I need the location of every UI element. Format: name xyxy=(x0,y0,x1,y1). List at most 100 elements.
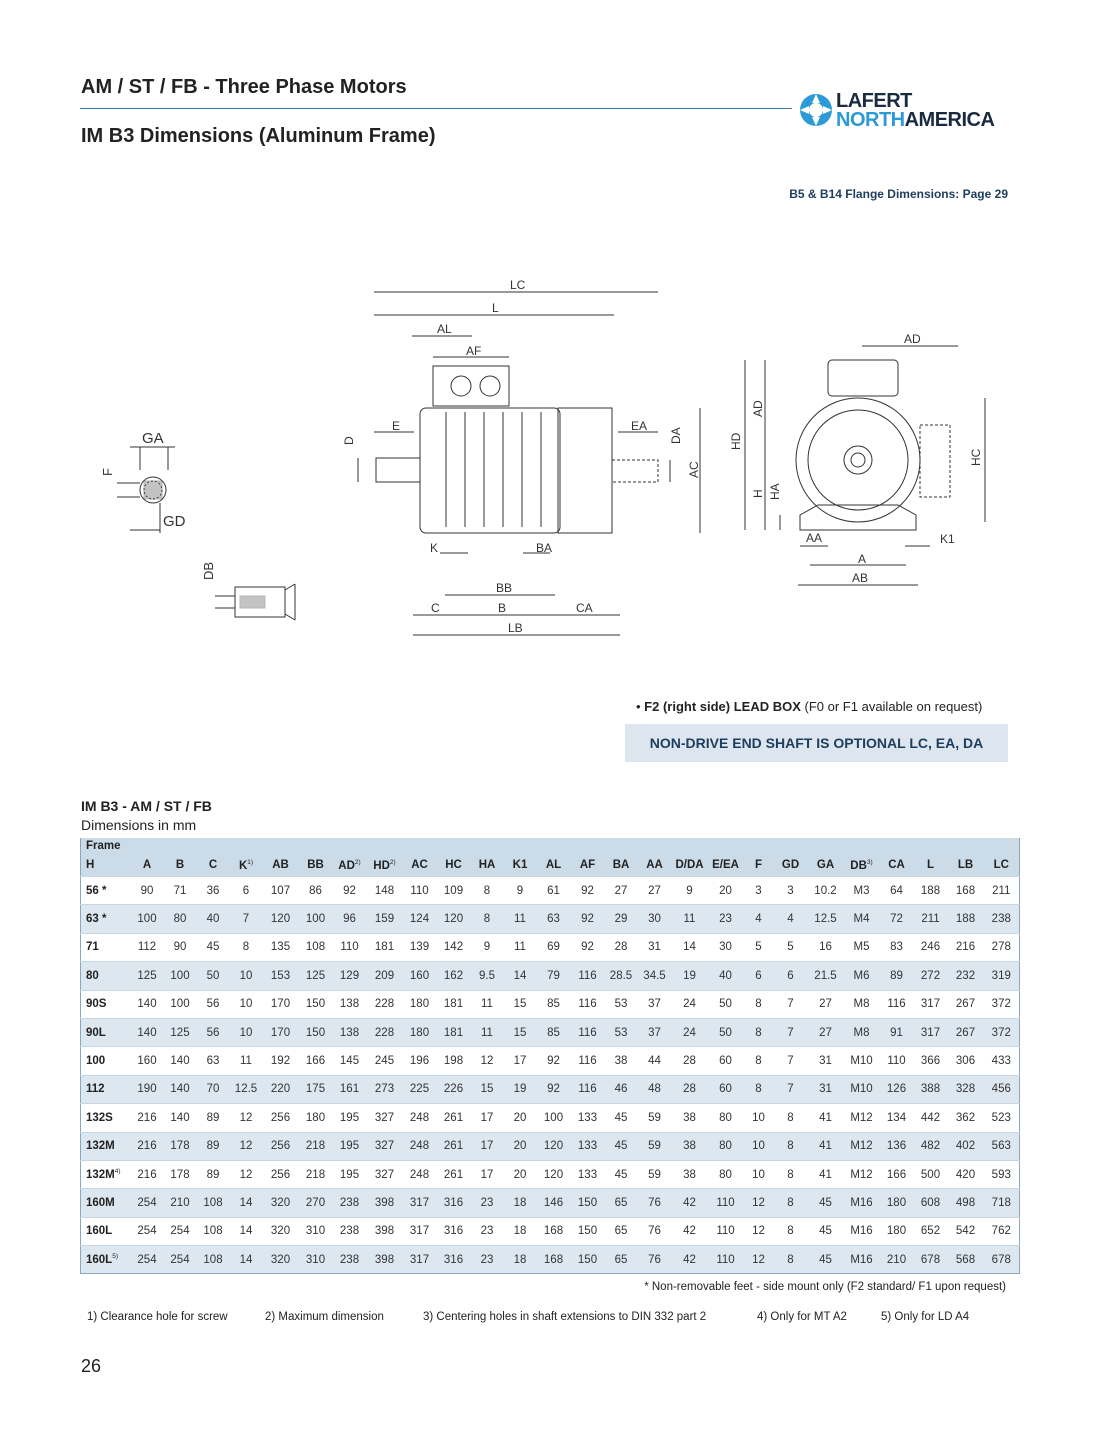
table-cell: 398 xyxy=(366,1245,403,1274)
frame-size-cell: 160L xyxy=(80,1216,131,1246)
label-da: DA xyxy=(669,427,683,444)
table-cell: 196 xyxy=(402,1046,437,1076)
table-cell: 31 xyxy=(807,1046,844,1076)
table-cell: 8 xyxy=(773,1188,808,1218)
table-cell: 11 xyxy=(503,904,537,934)
table-cell: 310 xyxy=(298,1216,333,1246)
table-cell: 327 xyxy=(366,1159,403,1189)
table-cell: 48 xyxy=(637,1074,672,1104)
table-cell: 38 xyxy=(671,1131,708,1161)
table-cell: 12.5 xyxy=(229,1074,263,1104)
table-cell: 63 xyxy=(536,904,571,934)
table-cell: 91 xyxy=(879,1017,914,1047)
table-cell: M10 xyxy=(843,1046,880,1076)
column-header-af: AF xyxy=(570,854,605,877)
column-header-ba: BA xyxy=(604,854,638,877)
table-cell: 139 xyxy=(402,932,437,962)
column-header-lb: LB xyxy=(947,854,984,877)
table-cell: 273 xyxy=(366,1074,403,1104)
table-cell: 59 xyxy=(637,1159,672,1189)
table-cell: 195 xyxy=(332,1103,367,1133)
table-cell: 482 xyxy=(913,1131,948,1161)
table-cell: 195 xyxy=(332,1159,367,1189)
lead-box-note: • F2 (right side) LEAD BOX (F0 or F1 ava… xyxy=(636,699,982,714)
table-cell: 254 xyxy=(163,1216,197,1246)
table-cell: 153 xyxy=(262,961,299,991)
table-cell: 65 xyxy=(604,1216,638,1246)
table-cell: 178 xyxy=(163,1131,197,1161)
table-cell: 328 xyxy=(947,1074,984,1104)
table-cell: M16 xyxy=(843,1245,880,1274)
column-header-f: F xyxy=(743,854,774,877)
table-cell: 15 xyxy=(503,1017,537,1047)
table-cell: 7 xyxy=(773,1046,808,1076)
column-header-a: A xyxy=(130,854,164,877)
table-cell: 220 xyxy=(262,1074,299,1104)
label-c: C xyxy=(431,601,440,615)
table-cell: 327 xyxy=(366,1131,403,1161)
table-caption: IM B3 - AM / ST / FB xyxy=(81,798,212,814)
flange-reference: B5 & B14 Flange Dimensions: Page 29 xyxy=(789,187,1008,201)
table-cell: 63 xyxy=(196,1046,230,1076)
table-cell: 366 xyxy=(913,1046,948,1076)
table-cell: 238 xyxy=(983,904,1020,934)
frame-size-cell: 160M xyxy=(80,1188,131,1218)
table-cell: 9 xyxy=(671,875,708,905)
table-cell: 181 xyxy=(436,989,471,1019)
table-cell: M5 xyxy=(843,932,880,962)
shaft-end-detail: GA F GD xyxy=(100,430,186,533)
table-cell: 138 xyxy=(332,989,367,1019)
column-header-ac: AC xyxy=(402,854,437,877)
table-cell: 456 xyxy=(983,1074,1020,1104)
table-cell: 76 xyxy=(637,1245,672,1274)
table-cell: M12 xyxy=(843,1159,880,1189)
table-cell: 232 xyxy=(947,961,984,991)
table-cell: 142 xyxy=(436,932,471,962)
table-cell: 8 xyxy=(773,1103,808,1133)
table-cell: 71 xyxy=(163,875,197,905)
table-cell: 45 xyxy=(196,932,230,962)
motor-side-view: LC L AL AF E D EA DA AC K BA BB C B CA xyxy=(342,278,701,636)
column-header-b: B xyxy=(163,854,197,877)
table-cell: 211 xyxy=(913,904,948,934)
label-lb: LB xyxy=(508,621,523,635)
table-cell: 133 xyxy=(570,1131,605,1161)
table-cell: 37 xyxy=(637,1017,672,1047)
label-k: K xyxy=(430,541,438,555)
table-cell: 12 xyxy=(229,1131,263,1161)
column-header-lc: LC xyxy=(983,854,1020,877)
table-cell: 4 xyxy=(743,904,774,934)
table-cell: M10 xyxy=(843,1074,880,1104)
table-cell: 10 xyxy=(229,989,263,1019)
table-cell: 45 xyxy=(604,1103,638,1133)
table-cell: 256 xyxy=(262,1103,299,1133)
table-cell: 31 xyxy=(807,1074,844,1104)
lead-box-bold: F2 (right side) LEAD BOX xyxy=(644,699,801,714)
table-cell: 238 xyxy=(332,1216,367,1246)
column-header-k: K1) xyxy=(229,854,263,877)
table-cell: 53 xyxy=(604,989,638,1019)
table-cell: 180 xyxy=(402,1017,437,1047)
table-cell: 168 xyxy=(947,875,984,905)
table-cell: 542 xyxy=(947,1216,984,1246)
table-cell: 320 xyxy=(262,1245,299,1274)
table-cell: 107 xyxy=(262,875,299,905)
table-cell: 110 xyxy=(879,1046,914,1076)
table-cell: 42 xyxy=(671,1216,708,1246)
table-cell: 500 xyxy=(913,1159,948,1189)
table-cell: 126 xyxy=(879,1074,914,1104)
table-cell: 4 xyxy=(773,904,808,934)
table-cell: 248 xyxy=(402,1103,437,1133)
table-cell: 116 xyxy=(570,1046,605,1076)
table-cell: 18 xyxy=(503,1245,537,1274)
page-number: 26 xyxy=(81,1356,102,1376)
table-cell: 86 xyxy=(298,875,333,905)
centering-hole-detail: DB xyxy=(201,562,296,621)
